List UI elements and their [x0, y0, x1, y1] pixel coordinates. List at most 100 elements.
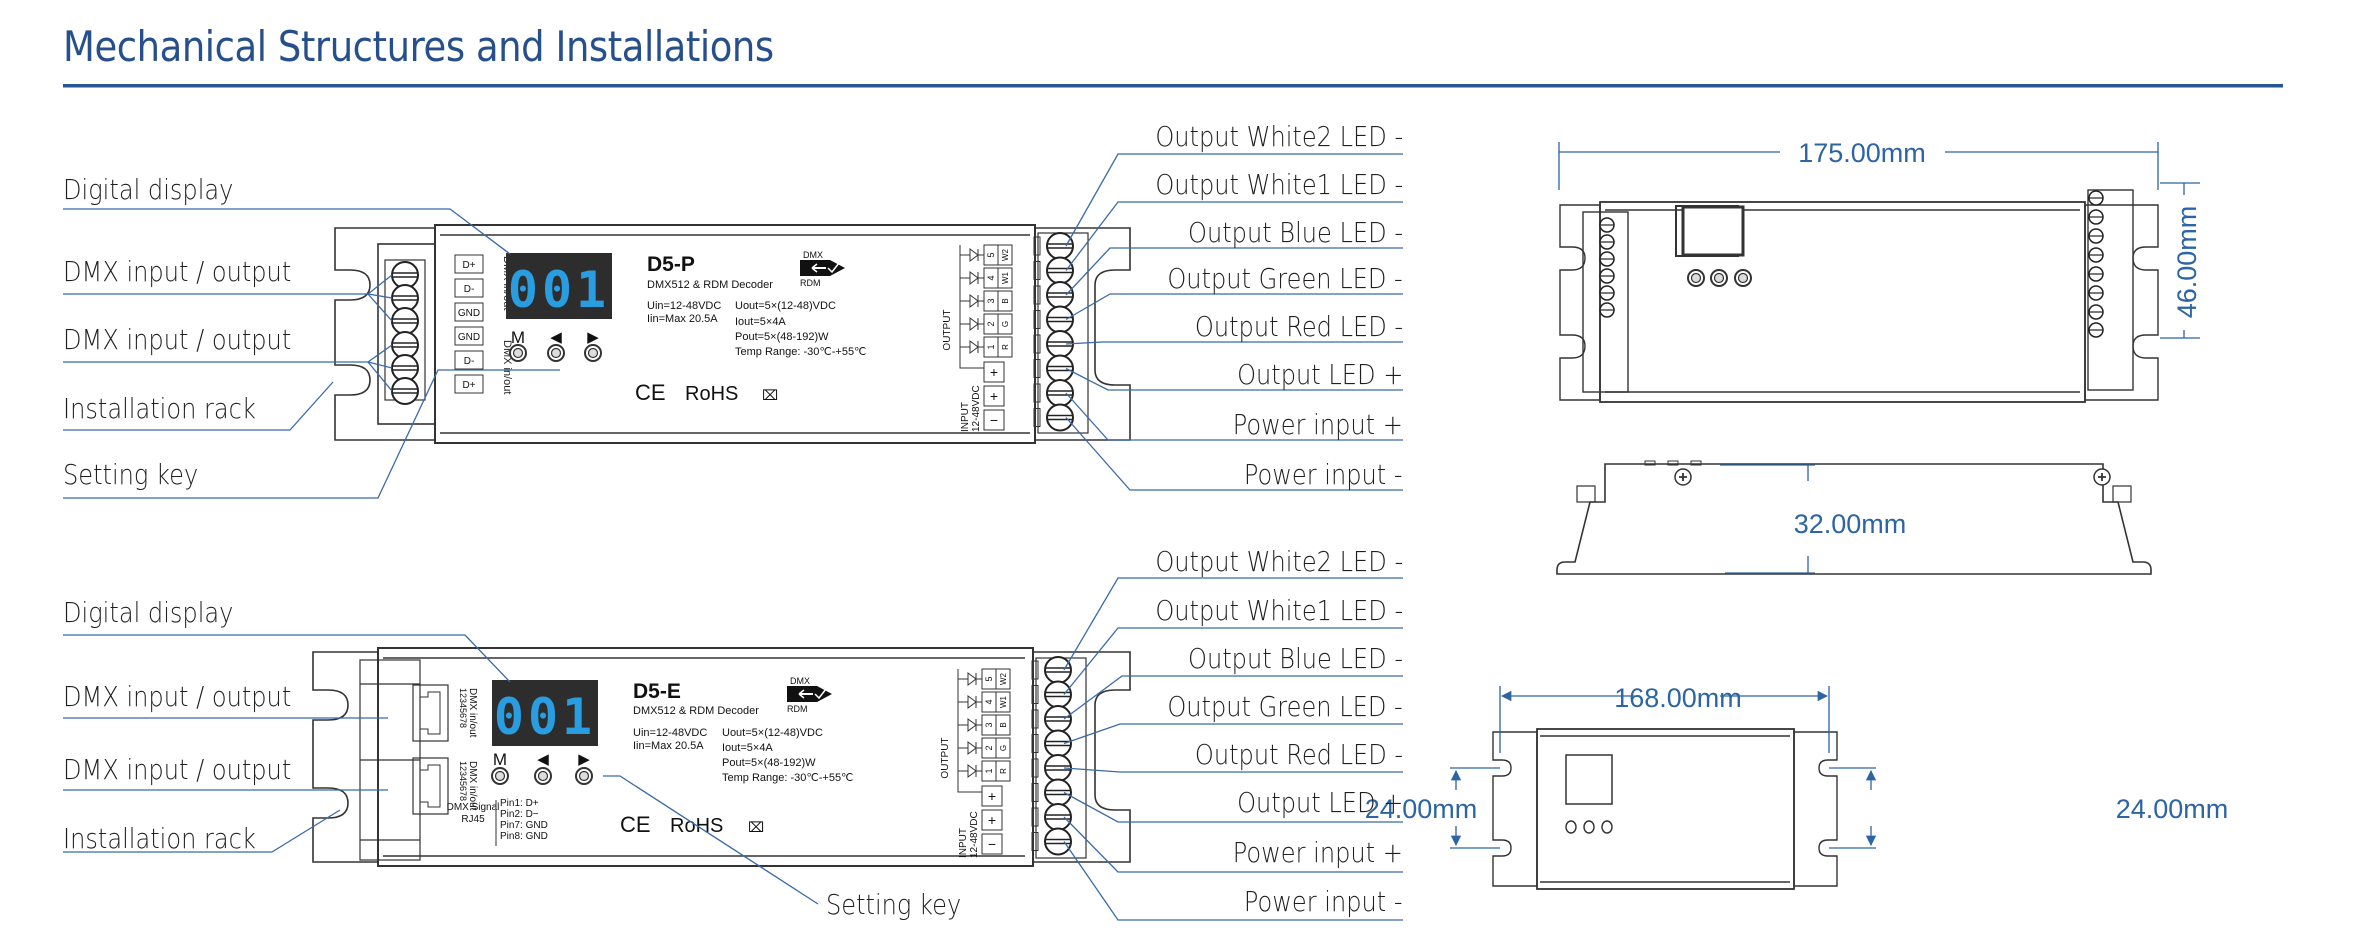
channel-code: R — [1001, 344, 1010, 350]
channel-code: W2 — [1001, 248, 1010, 261]
channel-code-box — [997, 267, 1013, 289]
terminal-screw — [1599, 302, 1615, 318]
dim-height: 32.00mm — [1794, 509, 1907, 539]
terminal-screw — [2088, 322, 2104, 338]
channel-number: 2 — [984, 745, 994, 750]
callout-setting-key: Setting key — [63, 458, 199, 491]
channel-code: W2 — [999, 672, 1008, 685]
spec-temp: Temp Range: -30℃-+55℃ — [722, 772, 853, 784]
digital-display — [492, 680, 598, 746]
rj45-type-label: RJ45 — [461, 814, 485, 825]
leader-line — [1065, 293, 1403, 321]
terminal-screw — [2088, 247, 2104, 263]
channel-code-box — [997, 290, 1013, 312]
input-label: INPUT — [958, 828, 969, 858]
channel-code: B — [1001, 298, 1010, 303]
led-symbol-icon — [958, 741, 982, 755]
leader-line — [367, 293, 393, 322]
terminal-screw — [1044, 778, 1072, 807]
terminal-slot — [1033, 285, 1041, 305]
spec-iin: Iin=Max 20.5A — [633, 740, 704, 752]
terminal-screw — [2088, 209, 2104, 225]
callout-output-red-led-: Output Red LED - — [1194, 738, 1403, 771]
key-right-label: ▶ — [578, 751, 590, 768]
dmx-rdm-logo — [800, 260, 845, 276]
leader-line — [1065, 341, 1403, 345]
power-terminal-box — [983, 361, 1005, 383]
dimension-lines — [1558, 142, 2200, 339]
dmx-pin-label: D- — [464, 356, 475, 367]
leader-line — [367, 361, 393, 369]
input-voltage-label: 12-48VDC — [971, 385, 982, 432]
terminal-slot — [1031, 685, 1039, 704]
side-view-drawing — [1556, 460, 2152, 575]
power-terminal-sign: − — [990, 412, 998, 428]
leader-line — [1063, 816, 1403, 873]
leader-line — [1065, 153, 1403, 247]
leader-line — [603, 775, 819, 905]
model-subtitle: DMX512 & RDM Decoder — [647, 279, 773, 291]
top-view-drawing — [1559, 189, 2159, 403]
model-name: D5-E — [633, 680, 681, 703]
channel-code-box — [995, 714, 1011, 736]
terminal-screw — [1046, 305, 1074, 334]
dmx-pin-label: GND — [458, 332, 480, 343]
dmx-pin-box — [454, 278, 484, 298]
power-terminal-box — [981, 809, 1003, 831]
terminal-slot — [1033, 310, 1041, 329]
channel-code-box — [995, 737, 1011, 759]
top-view-keys — [1687, 269, 1752, 287]
rj45-pins-top: 12345678 — [458, 688, 468, 728]
callout-digital-display: Digital display — [63, 596, 234, 629]
display-value: 001 — [508, 261, 610, 319]
channel-code-box — [995, 691, 1011, 713]
callout-output-red-led-: Output Red LED - — [1194, 310, 1403, 343]
dmx-pin-box — [454, 254, 484, 274]
output-label: OUTPUT — [940, 737, 951, 778]
power-terminal-box — [981, 833, 1003, 855]
terminal-slot — [1033, 236, 1041, 256]
leader-line — [367, 361, 393, 392]
terminal-screw — [1046, 403, 1074, 432]
key-right-label: ▶ — [587, 329, 599, 346]
led-symbol-icon — [960, 340, 984, 354]
channel-code: G — [1001, 321, 1010, 327]
setting-keys[interactable] — [509, 344, 602, 362]
leader-line — [1065, 367, 1403, 391]
output-terminal-block — [1033, 232, 1074, 432]
output-label: OUTPUT — [942, 309, 953, 350]
led-symbol-icon — [960, 271, 984, 285]
dim-hole-spacing: 168.00mm — [1614, 683, 1742, 713]
spec-temp: Temp Range: -30℃-+55℃ — [735, 346, 866, 358]
terminal-screw — [2088, 304, 2104, 320]
logo-rdm-text: RDM — [787, 704, 808, 714]
terminal-screw — [1044, 705, 1072, 733]
channel-code-box — [995, 668, 1011, 690]
leader-line — [63, 369, 560, 499]
dmx-pin-label: GND — [458, 308, 480, 319]
terminal-screw — [2088, 228, 2104, 244]
callout-dmx-input-output: DMX input / output — [63, 680, 292, 713]
terminal-slot — [1031, 709, 1039, 729]
dmx-terminal-block-top — [391, 261, 419, 335]
terminal-screw — [1599, 234, 1615, 250]
display-value: 001 — [494, 688, 596, 746]
top-view-display — [1681, 205, 1745, 257]
leader-line — [1065, 247, 1403, 296]
logo-dmx-text: DMX — [790, 676, 810, 686]
channel-code-box — [995, 760, 1011, 782]
weee-icon: ⌧ — [762, 387, 778, 403]
callout-output-led-: Output LED + — [1236, 358, 1403, 391]
channel-code: R — [999, 768, 1008, 774]
callout-output-led-: Output LED + — [1236, 786, 1403, 819]
terminal-screw — [1044, 656, 1072, 684]
channel-code: W1 — [1001, 271, 1010, 284]
channel-code-box — [997, 244, 1013, 266]
setting-keys[interactable] — [491, 767, 593, 785]
callout-output-green-led-: Output Green LED - — [1167, 690, 1403, 723]
page-title: Mechanical Structures and Installations — [63, 22, 774, 71]
logo-dmx-text: DMX — [803, 250, 823, 260]
mount-dimension-lines — [1450, 686, 1877, 849]
pinout-2: Pin2: D− — [500, 809, 539, 820]
